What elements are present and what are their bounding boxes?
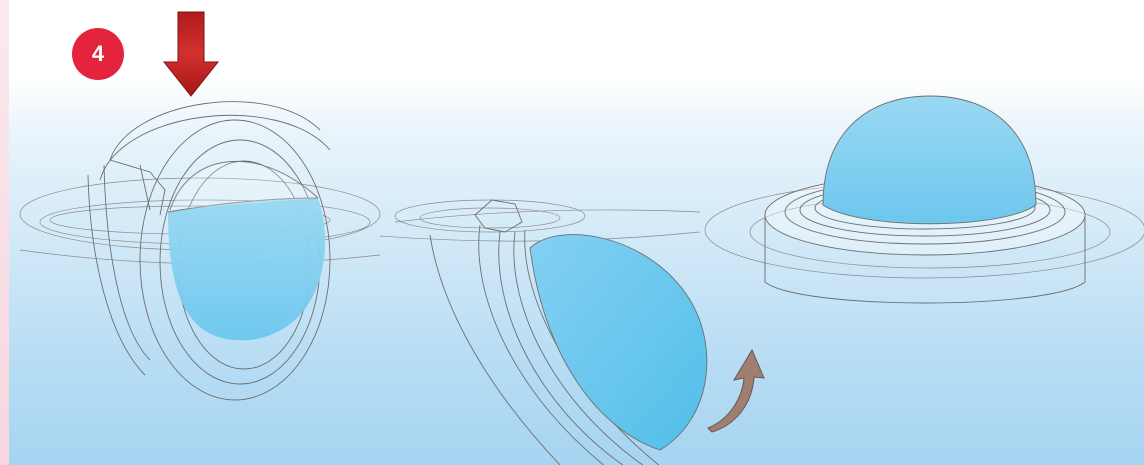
dome-submerged [168,198,325,340]
panel-press-in [20,102,380,400]
ripple-lines-middle [380,200,700,241]
dome-lifting [530,235,707,450]
panel-lift-out [380,200,707,465]
lift-up-arrow-icon [708,350,764,432]
dome-installed [823,96,1036,224]
press-down-arrow-icon [164,12,218,96]
panel-installed [705,96,1144,303]
